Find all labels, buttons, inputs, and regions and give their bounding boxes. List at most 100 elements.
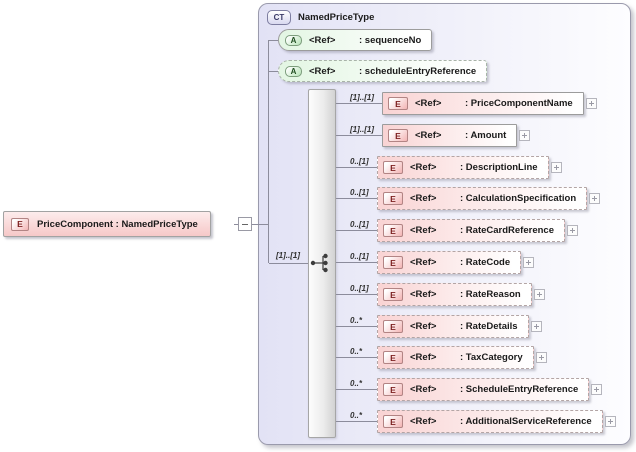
collapse-icon[interactable] [238,217,252,231]
element-icon: E [388,129,408,142]
attribute-ref-label: <Ref> [309,34,336,46]
element-ref-label: <Ref> [410,352,437,363]
connector-line [268,39,278,41]
element-box[interactable]: E <Ref> : AdditionalServiceReference [377,410,603,433]
element-icon: E [383,256,403,269]
connector-line [336,357,377,358]
expand-icon[interactable] [604,416,616,427]
element-box[interactable]: E <Ref> : ScheduleEntryReference [377,378,590,401]
element-box[interactable]: E <Ref> : RateCardReference [377,219,565,242]
cardinality-label: 0..* [350,347,363,356]
element-row: 0..[1] E <Ref> : RateCardReference [336,219,578,242]
element-name-label: : CalculationSpecification [460,193,577,204]
sequence-compositor-icon [310,253,328,273]
attribute-ref-label: <Ref> [309,65,336,77]
expand-icon[interactable] [589,193,601,204]
root-element-box[interactable]: E PriceComponent : NamedPriceType [3,211,211,237]
attribute-box[interactable]: A <Ref> : scheduleEntryReference [278,60,488,82]
element-icon: E [383,383,403,396]
element-box[interactable]: E <Ref> : RateCode [377,251,522,274]
attribute-name-label: : scheduleEntryReference [359,65,477,77]
element-row: 0..[1] E <Ref> : CalculationSpecificatio… [336,187,601,210]
element-name-label: : ScheduleEntryReference [460,384,579,395]
connector-line [336,230,377,231]
expand-icon[interactable] [591,384,603,395]
connector-line [336,135,382,136]
element-row: 0..[1] E <Ref> : RateReason [336,283,545,306]
element-name-label: : DescriptionLine [460,162,538,173]
element-name-label: : RateCardReference [460,225,554,236]
element-row: 0..* E <Ref> : TaxCategory [336,346,547,369]
element-row: [1]..[1] E <Ref> : Amount [336,124,531,147]
element-row: 0..* E <Ref> : RateDetails [336,315,542,338]
expand-icon[interactable] [566,225,578,236]
cardinality-label: 0..[1] [350,252,369,261]
complex-type-title: NamedPriceType [298,12,375,23]
element-box[interactable]: E <Ref> : Amount [382,124,518,147]
expand-icon[interactable] [550,162,562,173]
element-row: 0..[1] E <Ref> : RateCode [336,251,535,274]
cardinality-label: 0..[1] [350,220,369,229]
expand-icon[interactable] [535,352,547,363]
element-box[interactable]: E <Ref> : PriceComponentName [382,92,584,115]
element-ref-label: <Ref> [410,289,437,300]
attribute-box[interactable]: A <Ref> : sequenceNo [278,29,433,51]
element-icon: E [383,351,403,364]
element-icon: E [383,224,403,237]
element-icon: E [383,320,403,333]
element-box[interactable]: E <Ref> : RateDetails [377,315,529,338]
element-name-label: : AdditionalServiceReference [460,416,592,427]
connector-line [336,198,377,199]
sequence-cardinality-label: [1]..[1] [276,251,300,260]
element-name-label: : Amount [465,130,507,141]
attribute-row: A <Ref> : scheduleEntryReference [268,60,488,82]
connector-line [336,421,377,422]
cardinality-label: 0..* [350,379,363,388]
element-ref-label: <Ref> [410,225,437,236]
element-box[interactable]: E <Ref> : TaxCategory [377,346,534,369]
element-name-label: : PriceComponentName [465,98,573,109]
cardinality-label: [1]..[1] [350,93,374,102]
complex-type-header: CT NamedPriceType [267,10,374,25]
element-row: 0..* E <Ref> : AdditionalServiceReferenc… [336,410,616,433]
element-ref-label: <Ref> [410,193,437,204]
root-element-label: PriceComponent : NamedPriceType [37,218,198,230]
expand-icon[interactable] [523,257,535,268]
element-ref-label: <Ref> [410,257,437,268]
expand-icon[interactable] [585,98,597,109]
attribute-icon: A [285,65,302,77]
element-ref-label: <Ref> [410,416,437,427]
attribute-name-label: : sequenceNo [359,34,422,46]
element-icon: E [383,192,403,205]
attribute-icon: A [285,34,302,46]
sequence-connector-line [269,263,310,264]
element-name-label: : TaxCategory [460,352,523,363]
connector-line [336,294,377,295]
connector-line [336,389,377,390]
cardinality-label: 0..[1] [350,188,369,197]
trunk-line [268,40,269,263]
element-ref-label: <Ref> [410,162,437,173]
expand-icon[interactable] [530,321,542,332]
cardinality-label: 0..* [350,316,363,325]
connector-line [336,167,377,168]
element-name-label: : RateDetails [460,321,518,332]
element-box[interactable]: E <Ref> : CalculationSpecification [377,187,588,210]
element-row: [1]..[1] E <Ref> : PriceComponentName [336,92,597,115]
element-box[interactable]: E <Ref> : RateReason [377,283,532,306]
attribute-row: A <Ref> : sequenceNo [268,29,433,51]
connector-line [336,326,377,327]
element-icon: E [383,161,403,174]
expand-icon[interactable] [519,130,531,141]
element-icon: E [388,97,408,110]
cardinality-label: [1]..[1] [350,125,374,134]
cardinality-label: 0..* [350,411,363,420]
expand-icon[interactable] [533,289,545,300]
connector-line [336,262,377,263]
cardinality-label: 0..[1] [350,157,369,166]
element-box[interactable]: E <Ref> : DescriptionLine [377,156,549,179]
root-element-row: E PriceComponent : NamedPriceType [3,211,211,237]
element-icon: E [383,288,403,301]
element-icon: E [11,217,29,231]
